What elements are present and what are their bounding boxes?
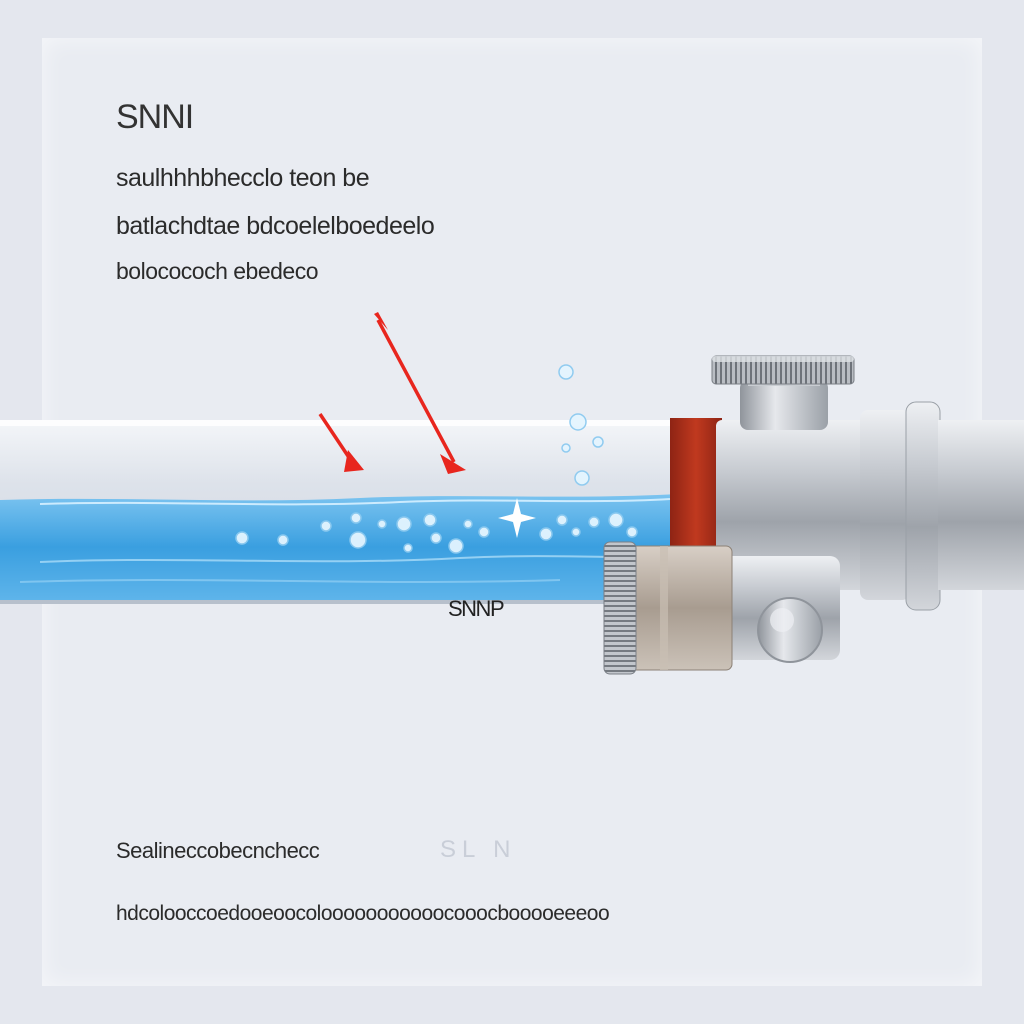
cap-nut [757, 597, 823, 663]
water-flow [0, 494, 680, 600]
sparkle-icon [498, 498, 536, 538]
description-line-3: bolocococh ebedeco [116, 258, 319, 284]
red-arrows [318, 312, 466, 474]
bubbles [235, 364, 638, 554]
footer-line-2: hdcolooccoedooeoocolooooooooooocooocbooo… [116, 902, 610, 925]
metal-fitting [716, 420, 876, 590]
footer-line-1: Sealineccobecnchecc [116, 838, 320, 863]
arrow-long [376, 319, 456, 463]
pipe-label: SNNP [448, 596, 505, 621]
description-line-1: saulhhhbhecclo teon be [116, 164, 370, 192]
flange-ring [905, 401, 941, 611]
side-knurled-nut [603, 541, 637, 675]
brass-coupling [627, 545, 733, 671]
arrow-short [318, 413, 354, 463]
gasket [670, 418, 722, 550]
diagram-title: SNNI [116, 98, 194, 136]
footer-line-1-faded: SL N [440, 836, 517, 863]
description-line-2: batlachdtae bdcoelelboedeelo [116, 212, 435, 240]
outlet-pipe [938, 420, 1024, 590]
